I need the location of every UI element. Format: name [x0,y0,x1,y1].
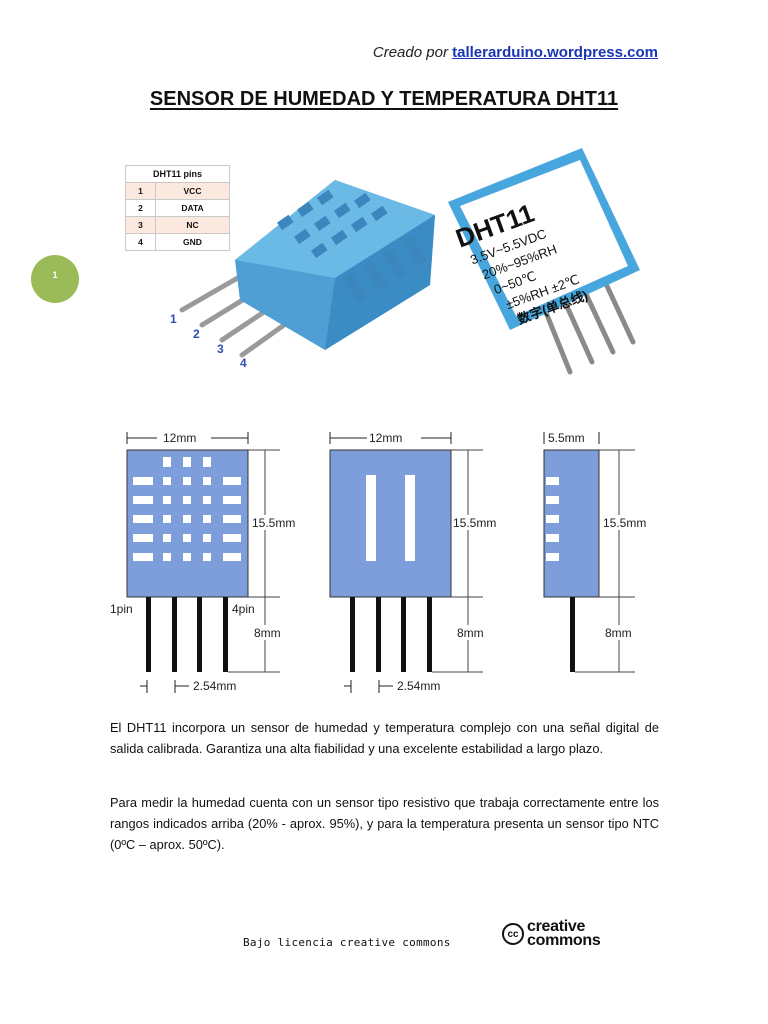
height-label: 15.5mm [603,516,646,530]
pitch-label: 2.54mm [193,679,236,693]
sensor-photo-front: 1 2 3 4 [160,160,450,375]
page-title-text: SENSOR DE HUMEDAD Y TEMPERATURA DHT11 [149,88,619,110]
side-width-label: 5.5mm [548,431,585,445]
pin-name: GND [155,233,230,251]
photo-pin-label: 2 [193,327,200,341]
pin-length-label: 8mm [254,626,281,640]
credit-prefix: Creado por [372,44,448,61]
height-label: 15.5mm [453,516,496,530]
creative-commons-logo: cc creative commons [502,918,601,949]
pin-number: 4 [125,233,156,251]
paragraph-sensors: Para medir la humedad cuenta con un sens… [110,795,659,852]
pin1-label: 1pin [110,602,133,616]
width-label: 12mm [163,431,196,445]
cc-icon: cc [502,923,524,945]
drawing-front-grid: 12mm 15.5mm 8mm 1pin 4pin [110,430,308,693]
drawing-back-slots: 12mm 15.5mm 8mm 2.54mm [329,430,509,693]
height-label: 15.5mm [252,516,295,530]
page-number-badge: 1 [31,255,79,303]
drawing-side: 5.5mm 15.5mm 8mm [543,431,659,673]
credit-link[interactable]: tallerarduino.wordpress.com [452,44,658,61]
cc-word-creative: creative [527,918,586,935]
pin-number: 1 [125,182,156,200]
header-credit: Creado por tallerarduino.wordpress.com [373,44,658,61]
dimension-drawings: 12mm 15.5mm 8mm 1pin 4pin [105,425,665,705]
sensor-photo-label: DHT11 3.5V~5.5VDC 20%~95%RH 0~50℃ ±5%RH … [440,140,655,380]
pin-number: 2 [125,199,156,217]
pin-length-label: 8mm [457,626,484,640]
pin-length-label: 8mm [605,626,632,640]
page-title: SENSOR DE HUMEDAD Y TEMPERATURA DHT11 [0,88,768,111]
page-number: 1 [52,270,58,280]
width-label: 12mm [369,431,402,445]
license-text: Bajo licencia creative commons [243,936,451,949]
pin4-label: 4pin [232,602,255,616]
pitch-label: 2.54mm [397,679,440,693]
paragraph-intro: El DHT11 incorpora un sensor de humedad … [110,720,659,756]
photo-pin-label: 3 [217,342,224,356]
photo-pin-label: 4 [240,356,247,370]
pin-number: 3 [125,216,156,234]
photo-pin-label: 1 [170,312,177,326]
cc-word-commons: commons [527,932,601,949]
